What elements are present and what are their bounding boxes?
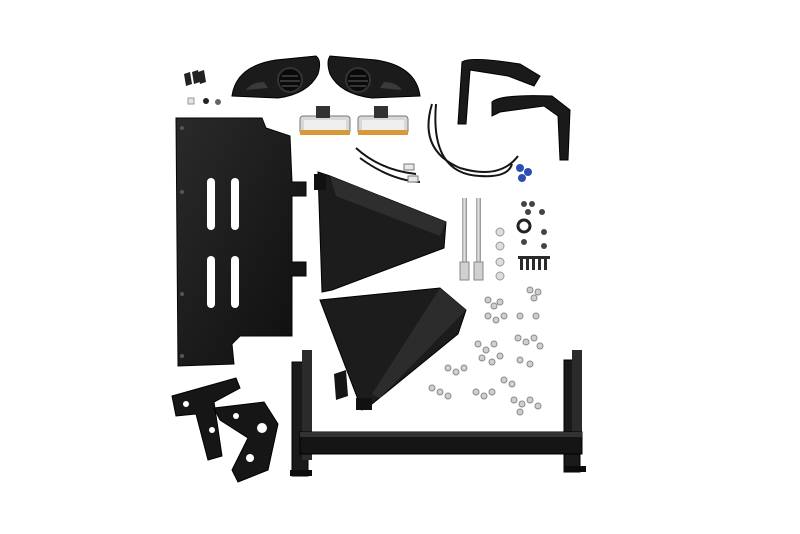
side-panel-upper — [314, 171, 447, 293]
fog-lamp-left — [299, 106, 351, 135]
fog-lamp-right — [357, 106, 409, 135]
wiring-harness — [355, 103, 519, 183]
fender-flare-upper — [457, 58, 541, 125]
fog-lamp-bezel-left — [231, 55, 321, 99]
screws — [518, 256, 550, 270]
mounting-bracket-right — [213, 401, 279, 483]
blue-connectors — [516, 164, 532, 182]
side-panel-lower — [319, 287, 467, 411]
fog-lamp-bezel-right — [327, 55, 421, 99]
hardware-column — [495, 201, 547, 281]
mounting-bracket-left — [171, 377, 241, 461]
clips-group — [184, 70, 221, 105]
long-bolts — [459, 198, 484, 281]
skid-plate — [175, 117, 307, 367]
fender-flare-lower — [491, 95, 571, 161]
cross-member-frame — [290, 350, 586, 477]
small-bracket — [334, 370, 348, 400]
nuts-cluster — [428, 286, 544, 416]
